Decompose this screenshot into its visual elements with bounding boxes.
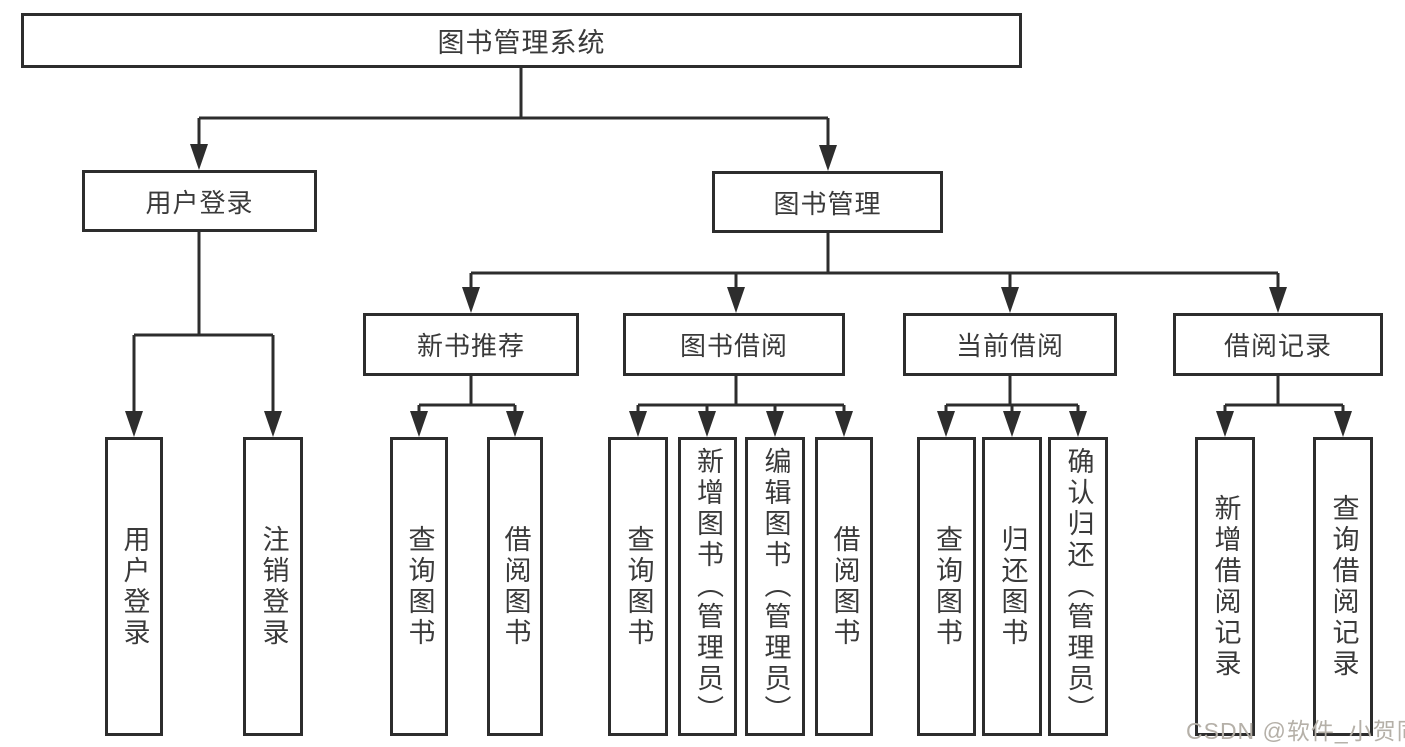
- node-borrow-records-label: 借阅记录: [1223, 331, 1332, 361]
- node-book-borrow-label: 图书借阅: [679, 331, 788, 361]
- leaf-return-books: 归还图书: [982, 437, 1042, 736]
- leaf-return-books-label: 归还图书: [997, 524, 1028, 649]
- node-root: 图书管理系统: [21, 13, 1022, 68]
- node-user-login-branch-label: 用户登录: [145, 187, 254, 218]
- leaf-logout: 注销登录: [243, 437, 303, 736]
- leaf-logout-label: 注销登录: [258, 524, 289, 649]
- leaf-add-books-admin-label: 新增图书（管理员）: [693, 447, 723, 726]
- leaf-borrow-books-1-label: 借阅图书: [500, 524, 531, 649]
- leaf-query-borrow-record: 查询借阅记录: [1313, 437, 1373, 736]
- csdn-watermark: CSDN @软件_小贺同学: [1186, 718, 1405, 744]
- node-new-book-recommend: 新书推荐: [363, 313, 579, 376]
- node-book-borrow: 图书借阅: [623, 313, 845, 376]
- leaf-borrow-books-2: 借阅图书: [815, 437, 873, 736]
- leaf-edit-books-admin: 编辑图书（管理员）: [745, 437, 805, 736]
- leaf-borrow-books-1: 借阅图书: [487, 437, 543, 736]
- leaf-user-login: 用户登录: [105, 437, 163, 736]
- leaf-query-books-2: 查询图书: [608, 437, 668, 736]
- leaf-add-books-admin: 新增图书（管理员）: [678, 437, 737, 736]
- node-current-borrow: 当前借阅: [903, 313, 1117, 376]
- node-book-mgmt-branch: 图书管理: [712, 171, 943, 233]
- node-borrow-records: 借阅记录: [1173, 313, 1383, 376]
- leaf-user-login-label: 用户登录: [119, 524, 150, 649]
- leaf-edit-books-admin-label: 编辑图书（管理员）: [760, 447, 791, 726]
- leaf-borrow-books-2-label: 借阅图书: [829, 524, 860, 649]
- node-current-borrow-label: 当前借阅: [955, 331, 1064, 361]
- node-book-mgmt-branch-label: 图书管理: [773, 188, 882, 219]
- leaf-query-books-3-label: 查询图书: [932, 524, 962, 649]
- leaf-confirm-return-admin: 确认归还（管理员）: [1048, 437, 1108, 736]
- leaf-query-borrow-record-label: 查询借阅记录: [1328, 493, 1359, 680]
- node-root-label: 图书管理系统: [437, 28, 606, 58]
- node-user-login-branch: 用户登录: [82, 170, 317, 232]
- leaf-query-books-3: 查询图书: [917, 437, 976, 736]
- node-new-book-recommend-label: 新书推荐: [416, 331, 525, 361]
- leaf-add-borrow-record: 新增借阅记录: [1195, 437, 1255, 736]
- leaf-confirm-return-admin-label: 确认归还（管理员）: [1063, 447, 1094, 726]
- leaf-query-books-1: 查询图书: [390, 437, 448, 736]
- leaf-query-books-1-label: 查询图书: [404, 524, 435, 649]
- leaf-add-borrow-record-label: 新增借阅记录: [1210, 493, 1241, 680]
- leaf-query-books-2-label: 查询图书: [623, 524, 654, 649]
